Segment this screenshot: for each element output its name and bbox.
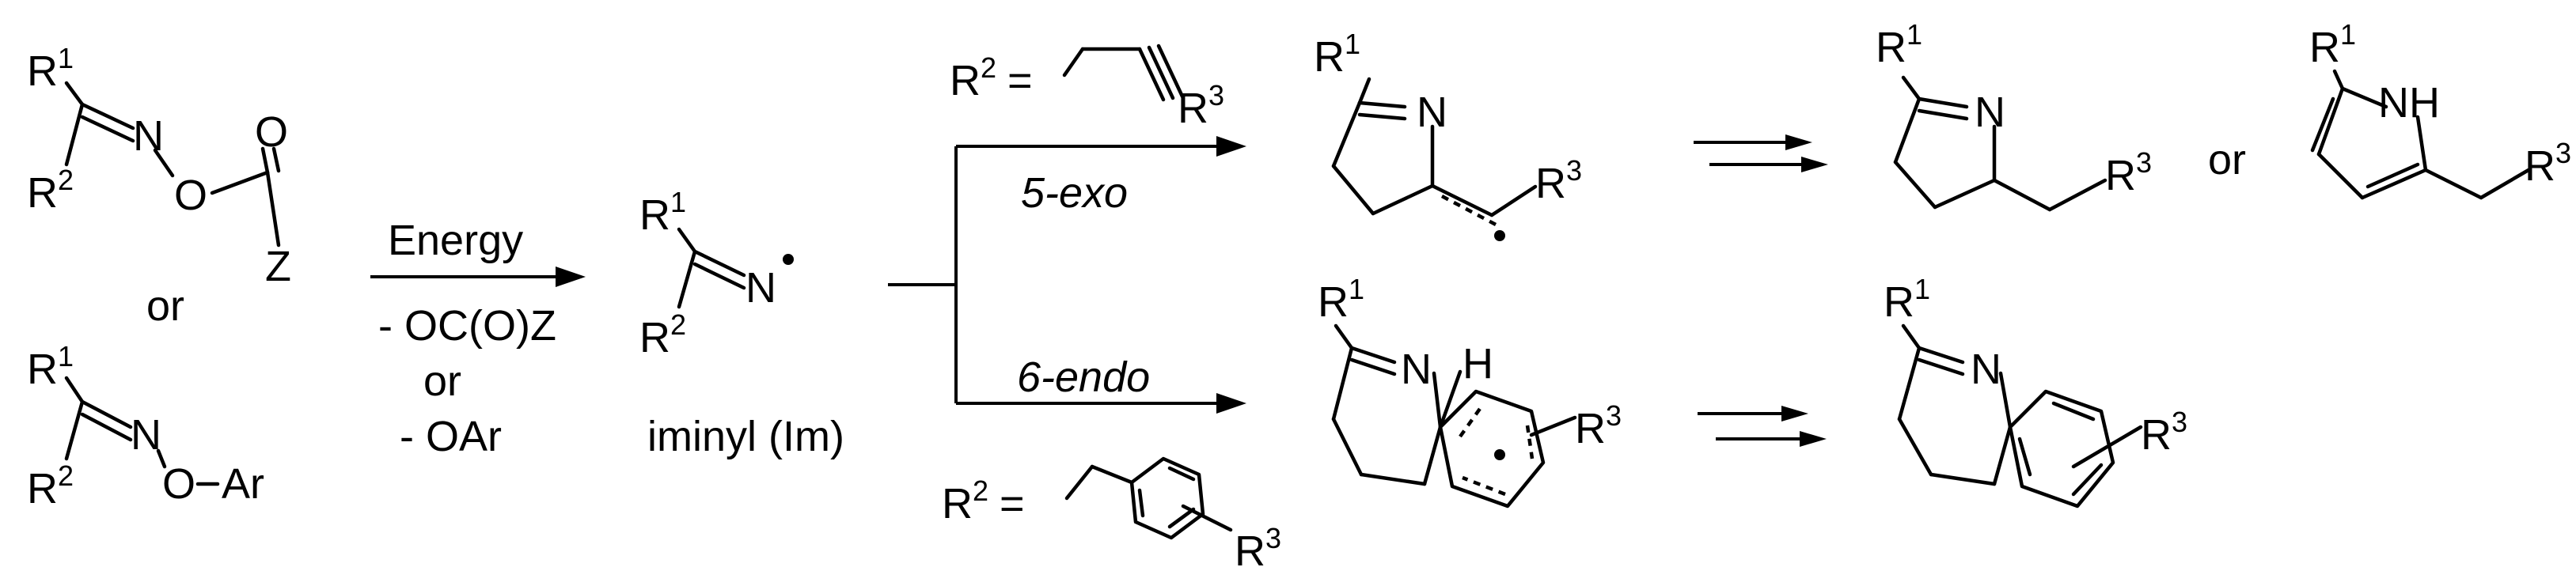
pyrroline-product: R1 N R3 xyxy=(1876,18,2152,212)
h-atom: H xyxy=(1463,340,1493,388)
nh-group: NH xyxy=(2378,79,2440,127)
n-atom: N xyxy=(1971,346,2001,393)
dihydroquinoline-radical: R1 N H R3 xyxy=(1318,273,1622,508)
r3-label: R3 xyxy=(1535,154,1582,207)
conditions-or: or xyxy=(423,357,461,405)
loss-carboxylate: - OC(O)Z xyxy=(378,302,556,350)
endo-label: 6-endo xyxy=(1017,353,1150,401)
conditions: Energy - OC(O)Z or - OAr xyxy=(370,217,586,460)
substrate-or: or xyxy=(146,282,184,330)
o-atom: O xyxy=(162,460,195,508)
radical-dot xyxy=(783,254,794,265)
z-group: Z xyxy=(265,243,291,290)
iminyl-label: iminyl (Im) xyxy=(647,413,844,460)
r3-label: R3 xyxy=(2105,146,2152,199)
o-atom: O xyxy=(174,172,207,219)
oxime-ether-substrate: R1 R2 N O Ar xyxy=(27,340,264,512)
r2-label: R2 xyxy=(27,459,74,512)
r1-label: R1 xyxy=(27,340,74,393)
n-atom: N xyxy=(1401,346,1432,393)
oxime-ester-substrate: R1 R2 N O O Z xyxy=(27,42,291,290)
r2-benzyl-definition: R2= R3 xyxy=(942,456,1281,575)
n-atom: N xyxy=(131,411,161,459)
branch-arrows: 5-exo 6-endo xyxy=(888,136,1246,414)
n-atom: N xyxy=(745,264,776,312)
r1-label: R1 xyxy=(1314,28,1360,81)
r1-label: R1 xyxy=(27,42,74,95)
n-atom: N xyxy=(1975,89,2005,136)
pyrrole-product: R1 NH R3 xyxy=(2309,18,2571,200)
dihydroquinoline-product: R1 N R3 xyxy=(1884,273,2187,508)
r2-label: R2 xyxy=(639,308,686,361)
multistep-arrow-top xyxy=(1694,134,1828,172)
r3-label: R3 xyxy=(2141,406,2187,459)
radical-dot xyxy=(1494,230,1505,241)
r1-label: R1 xyxy=(1318,273,1364,326)
loss-aryloxide: - OAr xyxy=(400,413,502,460)
energy-label: Energy xyxy=(388,217,523,264)
r1-label: R1 xyxy=(2309,18,2356,71)
r1-label: R1 xyxy=(1876,18,1922,71)
multistep-arrow-bottom xyxy=(1698,406,1827,447)
ar-group: Ar xyxy=(222,460,264,508)
r1-label: R1 xyxy=(1884,273,1930,326)
exo-label: 5-exo xyxy=(1021,169,1128,217)
r1-label: R1 xyxy=(639,186,686,239)
pyrroline-radical: R1 N R3 xyxy=(1314,28,1582,241)
r2-label: R2= xyxy=(950,51,1033,104)
r2-label: R2 xyxy=(27,164,74,217)
r3-label: R3 xyxy=(1235,522,1281,575)
carbonyl-o-atom: O xyxy=(255,108,288,156)
radical-dot xyxy=(1494,449,1505,460)
product-or: or xyxy=(2208,136,2246,183)
n-atom: N xyxy=(1417,89,1447,136)
n-atom: N xyxy=(133,112,164,160)
iminyl-radical: R1 R2 N iminyl (Im) xyxy=(639,186,844,460)
r3-label: R3 xyxy=(1178,79,1224,132)
r2-label: R2= xyxy=(942,474,1025,527)
r3-label: R3 xyxy=(1575,399,1622,452)
r2-homoallyl-definition: R2= R3 xyxy=(950,43,1224,132)
r3-label: R3 xyxy=(2525,137,2571,190)
